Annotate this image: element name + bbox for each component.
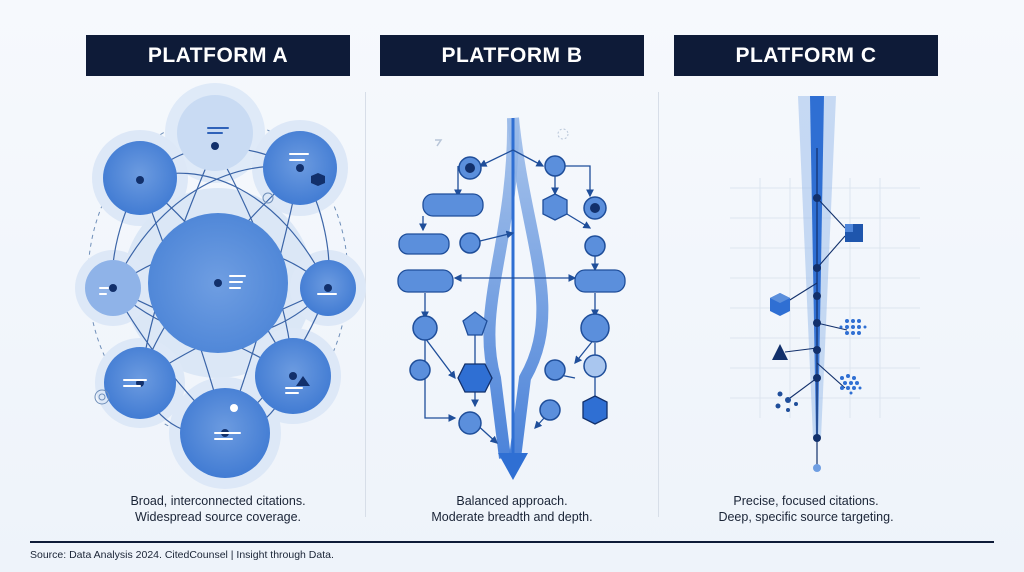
footer-rule (30, 541, 994, 543)
cube-source-icon (770, 293, 790, 303)
dot-cluster-icon (839, 319, 867, 335)
panel-a-title: PLATFORM A (86, 35, 350, 76)
caption-a-line1: Broad, interconnected citations. (130, 494, 306, 508)
flow-decision (542, 193, 568, 221)
caption-a: Broad, interconnected citations. Widespr… (68, 493, 368, 525)
square-source-icon (845, 224, 853, 232)
panel-c: PLATFORM C (674, 35, 938, 76)
divider-bc (658, 92, 659, 517)
panel-a: PLATFORM A (86, 35, 350, 76)
flow-process (422, 193, 484, 217)
flow-process (398, 233, 450, 255)
target-icon (98, 393, 106, 401)
caption-c-line2: Deep, specific source targeting. (718, 510, 894, 524)
decor-icon (557, 128, 569, 140)
flow-node (412, 315, 438, 341)
platform-c-focused-beam (730, 96, 920, 472)
beam-end-dot (813, 464, 821, 472)
panel-c-title: PLATFORM C (674, 35, 938, 76)
down-arrow-icon (498, 453, 528, 480)
cube-icon (311, 173, 325, 186)
target-icon (94, 389, 110, 405)
triangle-icon (296, 376, 310, 386)
flow-node (583, 354, 607, 378)
flow-node (409, 359, 431, 381)
flow-node (584, 235, 606, 257)
flow-decision (457, 363, 493, 393)
caption-c: Precise, focused citations. Deep, specif… (656, 493, 956, 525)
caption-a-line2: Widespread source coverage. (134, 510, 302, 524)
main-stream (507, 117, 549, 459)
flow-node (580, 313, 610, 343)
scatter-dots-icon (775, 391, 798, 412)
source-footer: Source: Data Analysis 2024. CitedCounsel… (30, 549, 334, 561)
flow-node (544, 359, 566, 381)
flow-process (574, 269, 626, 293)
flow-decision (462, 311, 488, 336)
triangle-source-icon (772, 344, 788, 360)
platform-b-flowchart (397, 117, 626, 480)
flow-node (458, 411, 482, 435)
flow-nodes (397, 155, 626, 435)
caption-c-line1: Precise, focused citations. (733, 494, 879, 508)
platform-a-network-diagram (75, 83, 366, 489)
caption-b-line2: Moderate breadth and depth. (431, 510, 593, 524)
main-stream (483, 117, 520, 459)
flow-process (397, 269, 454, 293)
dot-cloud-icon (840, 374, 862, 395)
citation-branches (784, 197, 848, 399)
decor-icon (435, 139, 443, 147)
flow-node (544, 155, 566, 177)
document-line-icons (99, 127, 337, 440)
flow-node (539, 399, 561, 421)
beam-nodes (813, 194, 821, 442)
panel-b: PLATFORM B (380, 35, 644, 76)
ring-icon (262, 192, 274, 204)
panel-b-title: PLATFORM B (380, 35, 644, 76)
caption-b-line1: Balanced approach. (456, 494, 568, 508)
flow-decision (582, 395, 608, 425)
dot-icon (230, 404, 238, 412)
flow-node (459, 232, 481, 254)
divider-ab (365, 92, 366, 517)
caption-b: Balanced approach. Moderate breadth and … (362, 493, 662, 525)
